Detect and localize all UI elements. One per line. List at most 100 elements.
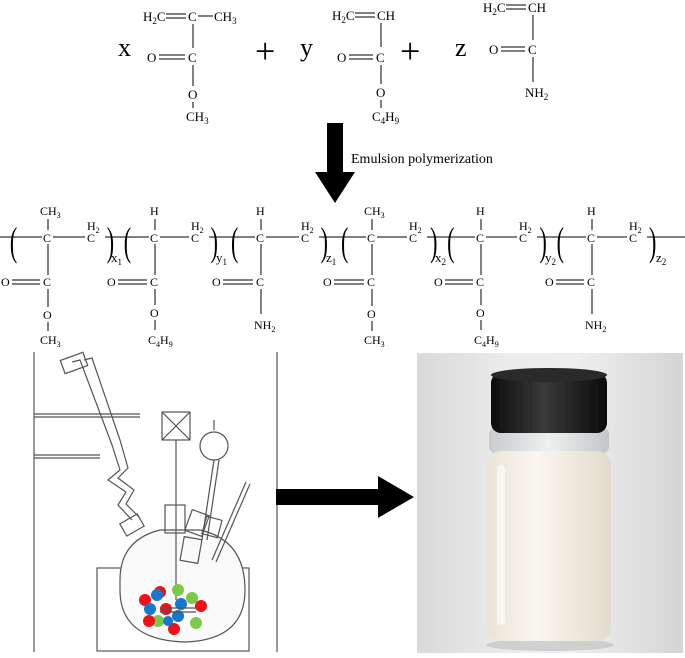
coefficient-x: x [118, 33, 131, 62]
unit-z2-carbonyl-c: C [587, 275, 595, 289]
unit-x1-subscript: x1 [111, 250, 122, 267]
unit-z2-subscript: z2 [656, 250, 666, 267]
monomer-x: x H2C C CH3 O C O CH3 [118, 9, 237, 126]
unit-x1-ester-o: O [43, 308, 52, 322]
svg-text:C: C [519, 231, 527, 245]
unit-z1-subscript: z1 [326, 250, 336, 267]
monomer-y-terminal: C4H9 [372, 109, 400, 126]
svg-text:): ) [211, 219, 218, 264]
red-particle [195, 600, 207, 612]
unit-x2-terminal: CH3 [364, 333, 385, 349]
polymer-unit-y2: ( H C H2 C ) y2 O C O C4H9 [434, 204, 556, 349]
vial-cap [491, 373, 607, 433]
monomer-z-vinyl-left: H2C [483, 0, 506, 17]
monomer-x-vinyl-left: H2C [143, 9, 166, 26]
unit-z1-carbonyl-o: O [212, 275, 221, 289]
svg-text:C: C [301, 231, 309, 245]
svg-text:C: C [87, 231, 95, 245]
unit-x2-subscript: x2 [435, 250, 446, 267]
unit-x2-carbonyl-o: O [323, 275, 332, 289]
svg-text:(: ( [557, 219, 564, 264]
blue-particle [151, 589, 163, 601]
blue-particle [163, 616, 173, 626]
blue-particle [172, 610, 184, 622]
unit-x2-top: CH3 [364, 204, 385, 220]
unit-z2-terminal: NH2 [585, 318, 606, 334]
monomer-y-vinyl-right: CH [377, 8, 395, 23]
emulsion-particles [139, 584, 207, 635]
unit-z2-carbonyl-o: O [545, 275, 554, 289]
monomer-x-carbonyl-o: O [147, 50, 156, 65]
monomer-z-carbonyl-c: C [528, 42, 537, 57]
polymer-unit-y1: ( H C H2 C ) y1 O C O C4H9 [107, 204, 227, 349]
svg-text:(: ( [447, 219, 454, 264]
svg-text:(: ( [124, 219, 131, 264]
monomer-y-carbonyl-o: O [337, 50, 346, 65]
svg-text:(: ( [231, 219, 238, 264]
unit-y2-carbonyl-o: O [434, 275, 443, 289]
green-particle [152, 615, 164, 627]
red-particle [168, 623, 180, 635]
monomer-x-substituent: CH3 [214, 9, 237, 26]
svg-text:): ) [430, 219, 437, 264]
monomer-x-carbonyl-c: C [188, 50, 197, 65]
unit-x1-carbonyl-c: C [43, 275, 51, 289]
unit-z1-carbonyl-c: C [256, 275, 264, 289]
red-particle [139, 594, 151, 606]
unit-x1-carbonyl-o: O [1, 275, 10, 289]
polymer-unit-x1: ( CH3 C H2 C ) x1 O C O CH3 [1, 204, 122, 349]
unit-y2-backbone-c: C [476, 231, 484, 245]
unit-x2-backbone-c: C [367, 231, 375, 245]
red-particle [160, 603, 172, 615]
unit-x2-carbonyl-c: C [367, 275, 375, 289]
unit-z1-top: H [256, 204, 265, 218]
monomer-z-terminal: NH2 [525, 85, 548, 102]
unit-z1-terminal: NH2 [254, 318, 275, 334]
monomer-y-carbonyl-c: C [376, 50, 385, 65]
green-particle [172, 584, 184, 596]
vial-illustration [486, 368, 614, 651]
coefficient-z: z [455, 33, 467, 62]
svg-text:C: C [409, 231, 417, 245]
polymer-unit-x2: ( CH3 C H2 C ) x2 O C O CH3 [323, 204, 446, 349]
polymer-chain: ( CH3 C H2 C ) x1 O C O CH3 ( H C [0, 204, 685, 349]
unit-y1-carbonyl-o: O [107, 275, 116, 289]
blue-particle [144, 603, 156, 615]
plus-sign-2: + [400, 31, 420, 71]
unit-y1-carbonyl-c: C [150, 275, 158, 289]
plus-sign-1: + [255, 31, 275, 71]
svg-text:C: C [191, 231, 199, 245]
green-particle [190, 617, 202, 629]
unit-y2-terminal: C4H9 [474, 333, 499, 349]
unit-y2-subscript: y2 [545, 250, 556, 267]
unit-y2-top: H [476, 204, 485, 218]
blue-particle [175, 598, 187, 610]
monomer-y-vinyl-left: H2C [332, 8, 355, 25]
unit-y1-subscript: y1 [216, 250, 227, 267]
unit-x1-backbone-c: C [43, 231, 51, 245]
unit-z1-backbone-c: C [256, 231, 264, 245]
monomer-z-vinyl-right: CH [528, 0, 546, 15]
unit-z2-top: H [587, 204, 596, 218]
monomer-y-ester-o: O [376, 85, 385, 100]
monomer-x-terminal: CH3 [186, 109, 209, 126]
reaction-arrow-label: Emulsion polymerization [351, 152, 493, 167]
unit-y1-backbone-c: C [150, 231, 158, 245]
emulsion-vial-photo [417, 353, 683, 653]
unit-y1-top: H [150, 204, 159, 218]
svg-text:): ) [540, 219, 547, 264]
svg-text:C: C [629, 231, 637, 245]
monomer-x-ester-o: O [188, 87, 197, 102]
product-arrow [276, 476, 414, 518]
polymer-unit-z1: ( H C H2 C ) z1 O C NH2 [212, 204, 336, 334]
unit-y2-ester-o: O [476, 306, 485, 320]
monomer-x-vinyl-right: C [188, 9, 197, 24]
unit-y2-carbonyl-c: C [476, 275, 484, 289]
unit-x2-ester-o: O [367, 307, 376, 321]
monomer-z: z H2C CH O C NH2 [455, 0, 548, 102]
unit-x1-terminal: CH3 [40, 333, 61, 349]
green-particle [186, 592, 198, 604]
svg-text:): ) [649, 219, 656, 264]
svg-text:(: ( [10, 219, 17, 264]
